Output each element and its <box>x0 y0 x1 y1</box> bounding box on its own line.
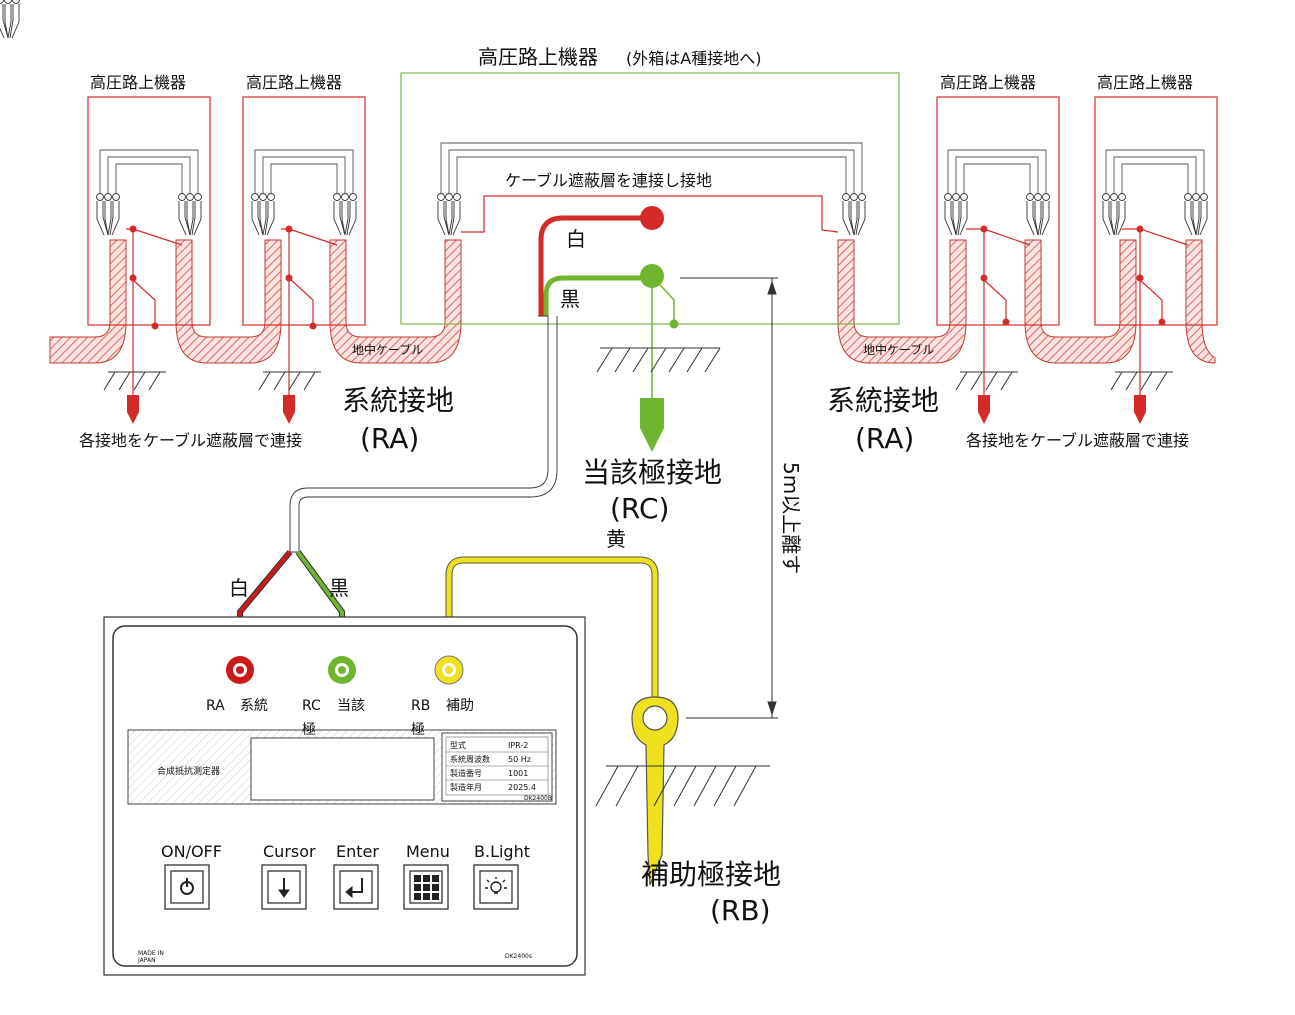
cable-terminations <box>0 0 1208 236</box>
target-ground-code: (RC) <box>610 492 669 525</box>
terminal-rc-code: RC <box>302 698 321 714</box>
plate-key: 系統周波数 <box>450 754 490 764</box>
terminal-rc-name: 当該 <box>337 698 365 714</box>
white-label: 白 <box>566 227 586 251</box>
button-label-enter: Enter <box>336 842 379 861</box>
terminal-ra-name: 系統 <box>240 698 268 714</box>
button-label-blight: B.Light <box>474 842 530 861</box>
rb-ground-symbol <box>595 765 770 807</box>
bulb-icon[interactable] <box>485 877 507 894</box>
aux-ground-label: 補助極接地 <box>641 858 781 891</box>
black-lead <box>543 275 652 316</box>
meter-body <box>103 616 586 976</box>
ra-ground-symbols <box>103 371 1173 391</box>
yellow-label: 黄 <box>606 527 626 551</box>
meter-terminals <box>226 655 464 685</box>
plate-key: 製造番号 <box>450 768 482 778</box>
distance-label: 5m以上離す <box>779 462 803 574</box>
underground-cable-label: 地中ケーブル <box>352 342 423 357</box>
system-ground-code: (RA) <box>855 422 914 455</box>
grid-icon[interactable] <box>414 875 439 900</box>
device-name: 合成抵抗測定器 <box>157 765 220 777</box>
rc-electrode <box>640 398 664 452</box>
hv-device-label: 高圧路上機器 <box>1097 73 1193 92</box>
button-icons <box>180 875 507 900</box>
hv-device-label: 高圧路上機器 <box>90 73 186 92</box>
system-ground-label: 系統接地 <box>342 384 454 417</box>
hv-device-label: 高圧路上機器 <box>940 73 1036 92</box>
plate-key: 型式 <box>450 740 466 750</box>
rc-ground-symbol <box>596 347 721 373</box>
plate-value: IPR-2 <box>508 741 528 750</box>
plate-value: 2025.4 <box>508 783 536 792</box>
shield-nodes <box>129 225 1166 330</box>
button-label-onoff: ON/OFF <box>161 842 222 861</box>
meter-white-label: 白 <box>229 576 249 600</box>
hv-device-boxes <box>87 96 1218 326</box>
plate-value: 50 Hz <box>508 755 531 764</box>
terminal-ra-code: RA <box>206 698 225 714</box>
white-lead <box>538 215 652 316</box>
plate-value: 1001 <box>508 769 528 778</box>
aux-ground-code: (RB) <box>710 894 771 927</box>
plate-key: 製造年月 <box>450 782 482 792</box>
made-in-line1: MADE IN <box>138 950 164 957</box>
distance-dimension <box>680 277 778 719</box>
terminal-rb-sub: 極 <box>411 722 425 738</box>
plate-code: DK2400B <box>524 795 552 802</box>
terminal-rb-code: RB <box>411 698 430 714</box>
target-ground-label: 当該極接地 <box>582 456 722 489</box>
each-ground-note: 各接地をケーブル遮蔽層で連接 <box>79 431 302 450</box>
each-ground-note: 各接地をケーブル遮蔽層で連接 <box>966 431 1189 450</box>
terminal-rb-name: 補助 <box>446 698 474 714</box>
underground-cable-label: 地中ケーブル <box>863 342 934 357</box>
ra-electrodes <box>127 395 1146 424</box>
button-label-cursor: Cursor <box>263 842 316 861</box>
terminal-rc-sub: 極 <box>302 722 316 738</box>
top-center-title: 高圧路上機器 <box>478 45 598 69</box>
center-device-box <box>400 72 900 325</box>
conductors <box>99 142 1205 195</box>
underground-cables <box>49 239 1216 364</box>
top-center-note: (外箱はA種接地へ) <box>626 49 761 68</box>
hv-device-label: 高圧路上機器 <box>246 73 342 92</box>
enter-icon[interactable] <box>345 878 363 899</box>
system-ground-label: 系統接地 <box>827 384 939 417</box>
rb-electrode <box>631 696 679 886</box>
black-label: 黒 <box>560 287 580 311</box>
arrow-down-icon[interactable] <box>278 878 290 898</box>
power-icon[interactable] <box>180 878 194 895</box>
system-ground-code: (RA) <box>360 422 419 455</box>
meter-black-label: 黒 <box>329 576 349 600</box>
made-in-line2: JAPAN <box>137 957 156 964</box>
shield-connect-label: ケーブル遮蔽層を連接し接地 <box>505 171 712 190</box>
model-code: DK2400s <box>505 953 532 960</box>
button-label-menu: Menu <box>406 842 450 861</box>
white-lead-clip <box>640 206 664 230</box>
